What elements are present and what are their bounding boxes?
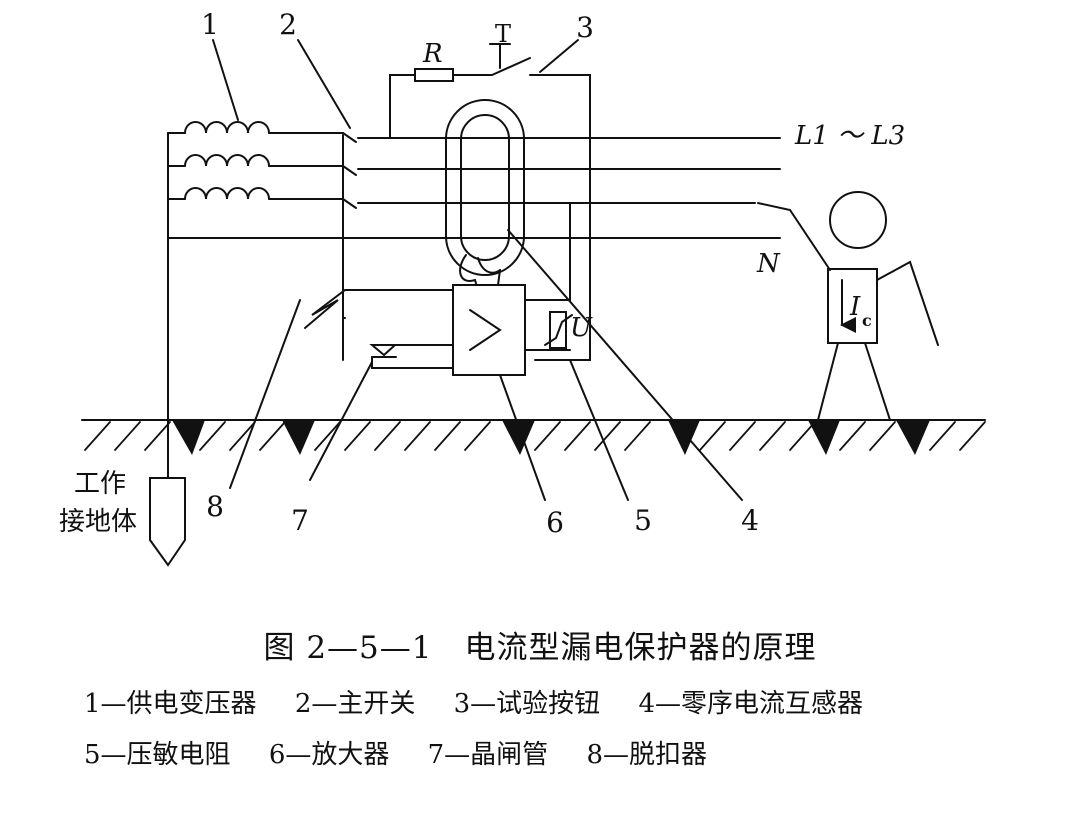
- callout-4: 4: [741, 504, 759, 537]
- leak-current-subscript: c: [862, 311, 872, 330]
- legend-item: 3—试验按钮: [453, 689, 601, 719]
- legend-item: 1—供电变压器: [84, 689, 257, 719]
- trip-device: [304, 289, 454, 329]
- callout-3: 3: [576, 11, 594, 44]
- callout-5: 5: [634, 504, 652, 537]
- legend-item: 7—晶闸管: [427, 740, 549, 770]
- transformer-coils: [167, 121, 270, 200]
- legend-item: 8—脱扣器: [586, 740, 707, 770]
- person-figure: [757, 191, 939, 421]
- ground-body-label-1: 工作: [74, 469, 126, 499]
- amplifier: [452, 202, 571, 376]
- callout-1: 1: [201, 8, 219, 41]
- legend-item: 5—压敏电阻: [84, 740, 231, 770]
- resistor: [414, 68, 454, 82]
- legend-item: 6—放大器: [268, 740, 390, 770]
- ground-body-label-2: 接地体: [59, 507, 137, 537]
- ground-hatching: [84, 421, 986, 451]
- leak-current-label: I: [849, 292, 861, 322]
- legend-line-1: 1—供电变压器 2—主开关 3—试验按钮 4—零序电流互感器: [84, 683, 1080, 720]
- phase-lines-label: L1 ～ L3: [794, 121, 905, 151]
- phase-lines: [268, 132, 781, 204]
- zero-sequence-ct: [445, 99, 525, 291]
- test-button-label: T: [495, 20, 511, 48]
- thyristor: [369, 344, 454, 369]
- test-circuit: [389, 43, 591, 361]
- callout-7: 7: [291, 504, 309, 537]
- callout-2: 2: [279, 8, 297, 41]
- ground-electrode: [149, 477, 186, 567]
- voltage-label: U: [570, 313, 593, 343]
- neutral-label: N: [756, 249, 781, 279]
- varistor: [544, 311, 573, 349]
- main-switch: [342, 132, 357, 361]
- ground-marks: [172, 420, 930, 455]
- figure-caption-title: 图 2—5—1 电流型漏电保护器的原理: [263, 630, 817, 666]
- callout-6: 6: [546, 506, 564, 539]
- legend-item: 2—主开关: [294, 689, 416, 719]
- callout-leaders: [212, 39, 743, 501]
- legend-line-2: 5—压敏电阻 6—放大器 7—晶闸管 8—脱扣器: [84, 734, 1080, 771]
- callout-8: 8: [206, 490, 224, 523]
- legend-item: 4—零序电流互感器: [638, 689, 863, 719]
- resistor-label: R: [422, 39, 443, 69]
